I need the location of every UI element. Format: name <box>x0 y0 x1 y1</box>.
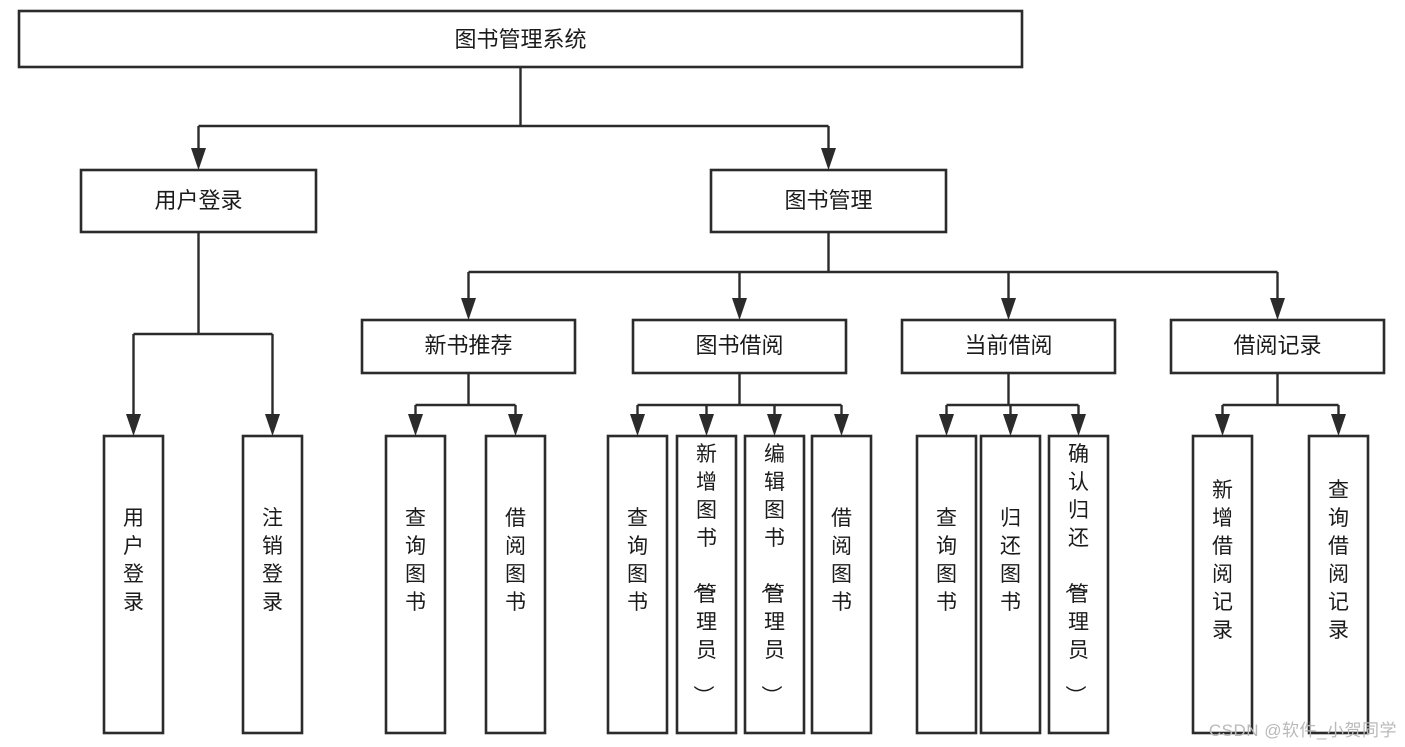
node-book-management[interactable]: 图书管理 <box>709 168 948 234</box>
arrow-head-new-book-recommend <box>461 298 476 320</box>
leaf-current-borrow-confirm-box[interactable] <box>1047 434 1110 735</box>
leaf-new-book-query-box[interactable] <box>384 434 447 735</box>
arrow-head-borrow-record-leaf-1 <box>1331 414 1346 436</box>
arrow-head-book-borrow-leaf-0 <box>630 414 645 436</box>
leaf-current-borrow-confirm-label: 确认归还（管理员） <box>1063 443 1089 706</box>
leaf-book-borrow-query[interactable]: 查询图书 <box>606 434 669 735</box>
arrow-head-current-borrow <box>1001 298 1016 320</box>
leaf-borrow-record-add[interactable]: 新增借阅记录 <box>1191 434 1254 735</box>
leaf-new-book-query[interactable]: 查询图书 <box>384 434 447 735</box>
node-borrow-record-box[interactable] <box>1169 318 1386 375</box>
node-user-login[interactable]: 用户登录 <box>79 168 318 234</box>
leaf-book-borrow-add[interactable]: 新增图书（管理员） <box>675 434 738 735</box>
csdn-watermark: CSDN @软件_小贺同学 <box>1208 721 1397 740</box>
node-new-book-recommend[interactable]: 新书推荐 <box>360 318 577 375</box>
leaf-borrow-record-query-box[interactable] <box>1307 434 1370 735</box>
leaf-borrow-record-query-label: 查询借阅记录 <box>1328 479 1349 642</box>
arrow-head-user-login-child-1 <box>265 414 280 436</box>
leaf-user-login-login-label: 用户登录 <box>123 507 144 614</box>
leaf-user-login-logout[interactable]: 注销登录 <box>241 434 304 735</box>
leaf-current-borrow-return[interactable]: 归还图书 <box>979 434 1042 735</box>
leaf-user-login-logout-box[interactable] <box>241 434 304 735</box>
leaf-user-login-login[interactable]: 用户登录 <box>102 434 165 735</box>
leaf-book-borrow-add-label: 新增图书（管理员） <box>691 443 717 706</box>
arrow-head-book-manage <box>821 148 836 170</box>
leaf-borrow-record-query[interactable]: 查询借阅记录 <box>1307 434 1370 735</box>
leaf-user-login-logout-label: 注销登录 <box>262 507 283 614</box>
node-root-label: 图书管理系统 <box>454 27 586 52</box>
node-user-login-label: 用户登录 <box>154 188 242 213</box>
leaf-current-borrow-return-box[interactable] <box>979 434 1042 735</box>
node-new-book-recommend-box[interactable] <box>360 318 577 375</box>
leaf-book-borrow-edit-label: 编辑图书（管理员） <box>759 443 785 706</box>
leaf-book-borrow-query-box[interactable] <box>606 434 669 735</box>
leaf-current-borrow-query[interactable]: 查询图书 <box>915 434 978 735</box>
leaf-book-borrow-add-box[interactable] <box>675 434 738 735</box>
arrow-head-borrow-record <box>1270 298 1285 320</box>
leaf-new-book-borrow-box[interactable] <box>484 434 547 735</box>
leaf-user-login-login-box[interactable] <box>102 434 165 735</box>
node-root-box[interactable] <box>17 9 1024 69</box>
leaf-current-borrow-return-label: 归还图书 <box>1000 507 1021 614</box>
node-current-borrow-box[interactable] <box>900 318 1117 375</box>
leaf-book-borrow-borrow[interactable]: 借阅图书 <box>810 434 873 735</box>
arrow-head-new-book-leaf-0 <box>408 414 423 436</box>
leaf-book-borrow-borrow-label: 借阅图书 <box>831 507 852 614</box>
leaf-current-borrow-query-label: 查询图书 <box>936 507 957 614</box>
leaf-book-borrow-edit-box[interactable] <box>743 434 806 735</box>
arrow-head-user-login-child-0 <box>126 414 141 436</box>
node-root-book-management-system[interactable]: 图书管理系统 <box>17 9 1024 69</box>
arrow-head-book-borrow-leaf-1 <box>699 414 714 436</box>
leaf-book-borrow-edit[interactable]: 编辑图书（管理员） <box>743 434 806 735</box>
leaf-new-book-borrow-label: 借阅图书 <box>505 507 526 614</box>
arrow-head-new-book-leaf-1 <box>508 414 523 436</box>
arrow-head-book-borrow-leaf-3 <box>834 414 849 436</box>
leaf-borrow-record-add-label: 新增借阅记录 <box>1212 479 1233 642</box>
leaf-new-book-query-label: 查询图书 <box>405 507 426 614</box>
node-book-borrow-label: 图书借阅 <box>695 333 783 358</box>
leaf-current-borrow-query-box[interactable] <box>915 434 978 735</box>
node-book-borrow[interactable]: 图书借阅 <box>631 318 848 375</box>
node-book-management-label: 图书管理 <box>784 188 872 213</box>
connector-layer <box>126 67 1346 436</box>
node-book-borrow-box[interactable] <box>631 318 848 375</box>
arrow-head-book-borrow <box>732 298 747 320</box>
node-book-management-box[interactable] <box>709 168 948 234</box>
node-new-book-recommend-label: 新书推荐 <box>424 333 512 358</box>
leaf-book-borrow-borrow-box[interactable] <box>810 434 873 735</box>
node-current-borrow[interactable]: 当前借阅 <box>900 318 1117 375</box>
leaf-borrow-record-add-box[interactable] <box>1191 434 1254 735</box>
arrow-head-book-borrow-leaf-2 <box>767 414 782 436</box>
leaf-current-borrow-confirm[interactable]: 确认归还（管理员） <box>1047 434 1110 735</box>
node-borrow-record-label: 借阅记录 <box>1233 333 1321 358</box>
node-current-borrow-label: 当前借阅 <box>964 333 1052 358</box>
node-borrow-record[interactable]: 借阅记录 <box>1169 318 1386 375</box>
arrow-head-current-borrow-leaf-2 <box>1071 414 1086 436</box>
arrow-head-current-borrow-leaf-1 <box>1003 414 1018 436</box>
node-user-login-box[interactable] <box>79 168 318 234</box>
arrow-head-user-login <box>191 148 206 170</box>
arrow-head-current-borrow-leaf-0 <box>939 414 954 436</box>
leaf-new-book-borrow[interactable]: 借阅图书 <box>484 434 547 735</box>
arrow-head-borrow-record-leaf-0 <box>1215 414 1230 436</box>
leaf-book-borrow-query-label: 查询图书 <box>627 507 648 614</box>
